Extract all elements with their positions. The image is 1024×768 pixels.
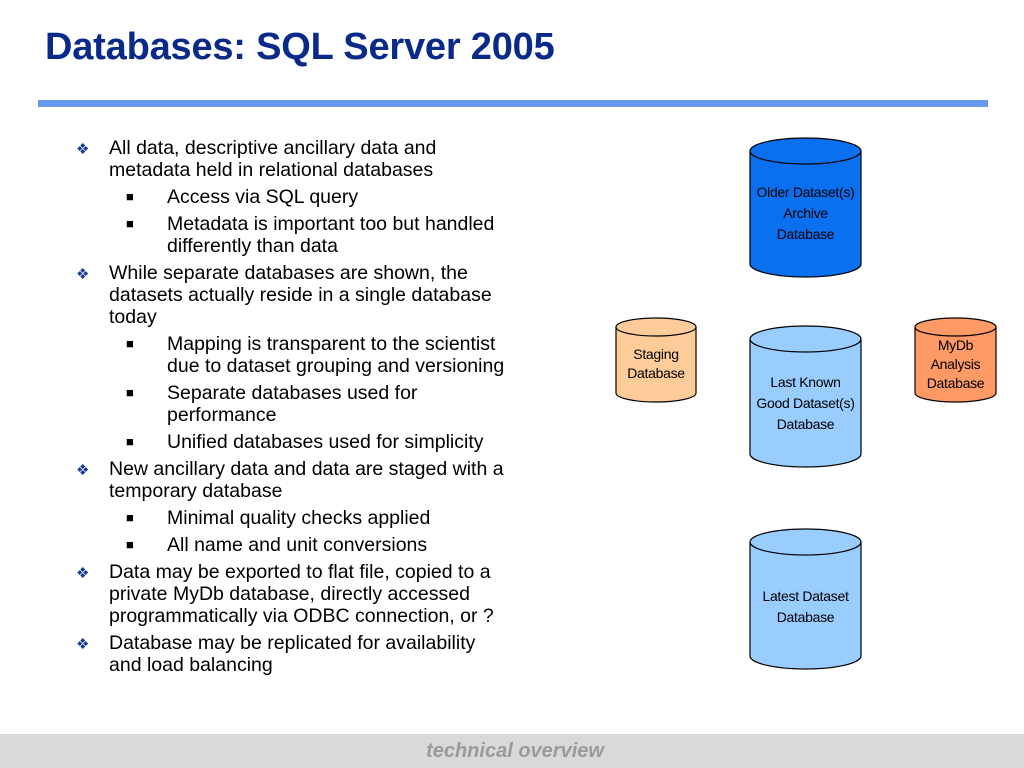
diamond-bullet-icon: ❖ xyxy=(76,141,90,158)
database-cylinder-icon xyxy=(615,317,697,403)
bullet-line: datasets actually reside in a single dat… xyxy=(109,284,492,306)
square-bullet-icon: ■ xyxy=(126,510,134,525)
footer-bar xyxy=(0,734,1024,768)
database-label: Older Dataset(s) Archive Database xyxy=(756,184,855,242)
diamond-bullet-icon: ❖ xyxy=(76,462,90,479)
staging-database-cylinder: Staging Database xyxy=(615,317,697,403)
square-bullet-icon: ■ xyxy=(126,434,134,449)
slide-title: Databases: SQL Server 2005 xyxy=(45,26,555,68)
sub-bullet-line: Minimal quality checks applied xyxy=(167,507,431,529)
diamond-bullet-icon: ❖ xyxy=(76,266,90,283)
bullet-line: temporary database xyxy=(109,480,283,502)
square-bullet-icon: ■ xyxy=(126,336,134,351)
sub-bullet-line: performance xyxy=(167,404,277,426)
database-label: MyDb Analysis Database xyxy=(926,337,985,391)
sub-bullet-item: ■ Metadata is important too but handled … xyxy=(76,213,596,257)
sub-bullet-line: differently than data xyxy=(167,235,338,257)
database-cylinder-icon xyxy=(914,317,997,403)
database-cylinder-icon xyxy=(749,325,862,468)
sub-bullet-line: Mapping is transparent to the scientist xyxy=(167,333,496,355)
sub-bullet-item: ■ All name and unit conversions xyxy=(76,534,596,556)
bullet-line: programmatically via ODBC connection, or… xyxy=(109,605,494,627)
sub-bullet-item: ■ Unified databases used for simplicity xyxy=(76,431,596,453)
sub-bullet-line: All name and unit conversions xyxy=(167,534,428,556)
mydb-analysis-database-cylinder: MyDb Analysis Database xyxy=(914,317,997,403)
database-label: Staging Database xyxy=(627,346,685,381)
bullet-line: All data, descriptive ancillary data and xyxy=(109,137,437,159)
diamond-bullet-icon: ❖ xyxy=(76,565,90,582)
sub-bullet-line: Access via SQL query xyxy=(167,186,359,208)
bullet-item: ❖ Database may be replicated for availab… xyxy=(76,632,596,676)
bullet-item: ❖ New ancillary data and data are staged… xyxy=(76,458,596,502)
square-bullet-icon: ■ xyxy=(126,537,134,552)
bullet-line: New ancillary data and data are staged w… xyxy=(109,458,504,480)
bullet-line: Data may be exported to flat file, copie… xyxy=(109,561,491,583)
bullet-line: Database may be replicated for availabil… xyxy=(109,632,476,654)
bullet-line: today xyxy=(109,306,157,328)
database-cylinder-icon xyxy=(749,137,862,278)
sub-bullet-item: ■ Separate databases used for performanc… xyxy=(76,382,596,426)
sub-bullet-line: Unified databases used for simplicity xyxy=(167,431,484,453)
database-cylinder-icon xyxy=(749,528,862,670)
bullet-line: While separate databases are shown, the xyxy=(109,262,468,284)
bullet-item: ❖ Data may be exported to flat file, cop… xyxy=(76,561,596,627)
bullet-item: ❖ All data, descriptive ancillary data a… xyxy=(76,137,596,181)
sub-bullet-line: due to dataset grouping and versioning xyxy=(167,355,505,377)
last-known-good-database-cylinder: Last Known Good Dataset(s) Database xyxy=(749,325,862,468)
sub-bullet-item: ■ Access via SQL query xyxy=(76,186,596,208)
bullet-list: ❖ All data, descriptive ancillary data a… xyxy=(76,137,596,681)
database-label: Last Known Good Dataset(s) Database xyxy=(756,374,855,432)
latest-dataset-database-cylinder: Latest Dataset Database xyxy=(749,528,862,670)
sub-bullet-item: ■ Minimal quality checks applied xyxy=(76,507,596,529)
sub-bullet-line: Metadata is important too but handled xyxy=(167,213,495,235)
bullet-line: metadata held in relational databases xyxy=(109,159,434,181)
older-archive-database-cylinder: Older Dataset(s) Archive Database xyxy=(749,137,862,278)
database-label: Latest Dataset Database xyxy=(762,588,849,625)
sub-bullet-line: Separate databases used for xyxy=(167,382,418,404)
bullet-line: and load balancing xyxy=(109,654,273,676)
bullet-item: ❖ While separate databases are shown, th… xyxy=(76,262,596,328)
bullet-line: private MyDb database, directly accessed xyxy=(109,583,470,605)
square-bullet-icon: ■ xyxy=(126,385,134,400)
title-underline xyxy=(38,100,988,107)
square-bullet-icon: ■ xyxy=(126,216,134,231)
diamond-bullet-icon: ❖ xyxy=(76,636,90,653)
sub-bullet-item: ■ Mapping is transparent to the scientis… xyxy=(76,333,596,377)
square-bullet-icon: ■ xyxy=(126,189,134,204)
footer-text: technical overview xyxy=(426,740,604,762)
